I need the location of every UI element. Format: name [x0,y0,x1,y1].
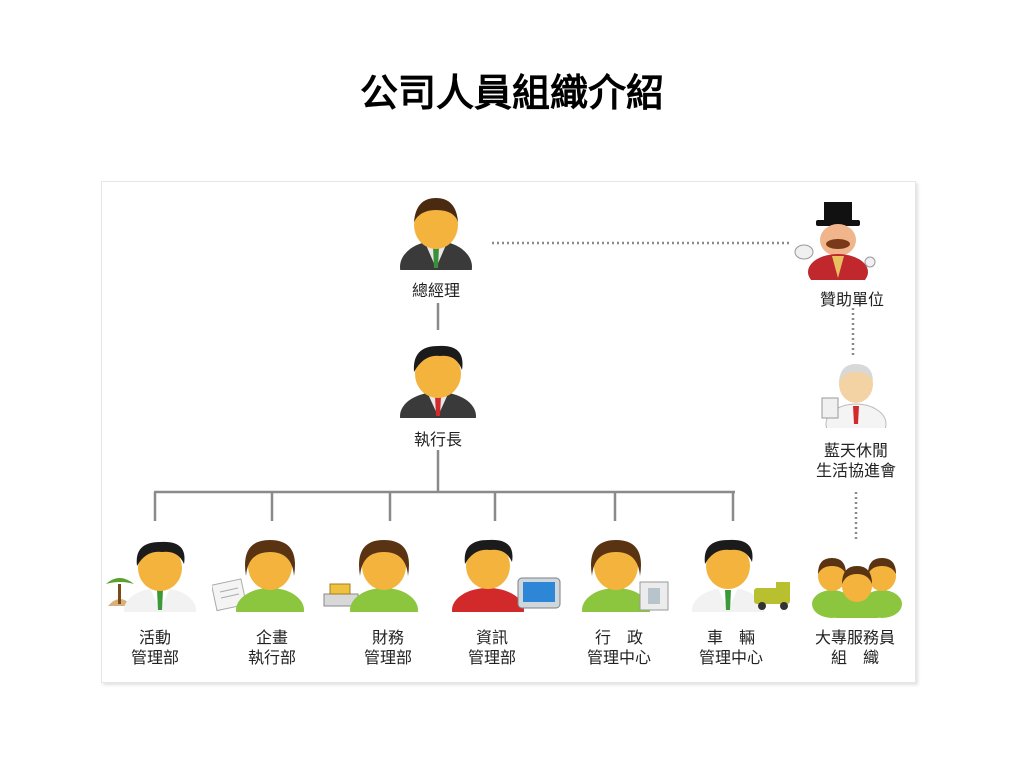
info-dept-avatar [446,534,564,612]
department-label-activity: 活動 管理部 [105,628,205,668]
volunteers-label-line1: 大專服務員 [814,628,895,647]
connector-lines [153,241,858,540]
association-label: 藍天休閒 生活協進會 [794,441,915,481]
department-label-line1: 行 政 [594,628,643,647]
admin-dept-avatar [578,536,678,612]
department-label-finance: 財務 管理部 [338,628,438,668]
department-label-line1: 企畫 [255,628,288,647]
department-label-line1: 資訊 [475,628,508,647]
activity-dept-avatar [104,536,202,612]
department-label-line1: 活動 [138,628,171,647]
ceo-avatar [396,340,480,418]
association-label-line2: 生活協進會 [815,461,896,480]
general-manager-avatar [396,190,476,270]
volunteers-avatar [810,546,904,618]
department-label-vehicle: 車 輛 管理中心 [676,628,786,668]
org-chart: 總經理 贊助單位 執行長 [101,181,916,683]
volunteers-label-line2: 組 織 [830,648,879,667]
department-label-line1: 財務 [371,628,404,647]
department-label-planning: 企畫 執行部 [222,628,322,668]
volunteers-label: 大專服務員 組 織 [798,628,912,668]
sponsor-avatar [792,200,892,280]
planning-dept-avatar [212,536,312,612]
department-label-line2: 管理中心 [586,648,651,667]
department-label-admin: 行 政 管理中心 [564,628,674,668]
slide-title: 公司人員組織介紹 [359,71,664,115]
department-label-line2: 管理中心 [698,648,763,667]
department-label-line2: 管理部 [363,648,412,667]
sponsor-label: 贊助單位 [819,290,884,309]
association-label-line1: 藍天休閒 [823,441,888,460]
department-label-line2: 執行部 [247,648,296,667]
general-manager-label: 總經理 [411,281,460,300]
association-avatar [818,358,892,428]
ceo-label: 執行長 [413,430,462,449]
department-label-line2: 管理部 [130,648,179,667]
vehicle-dept-avatar [686,534,796,612]
department-label-line2: 管理部 [467,648,516,667]
finance-dept-avatar [322,536,422,612]
department-label-info: 資訊 管理部 [442,628,542,668]
department-label-line1: 車 輛 [706,628,755,647]
